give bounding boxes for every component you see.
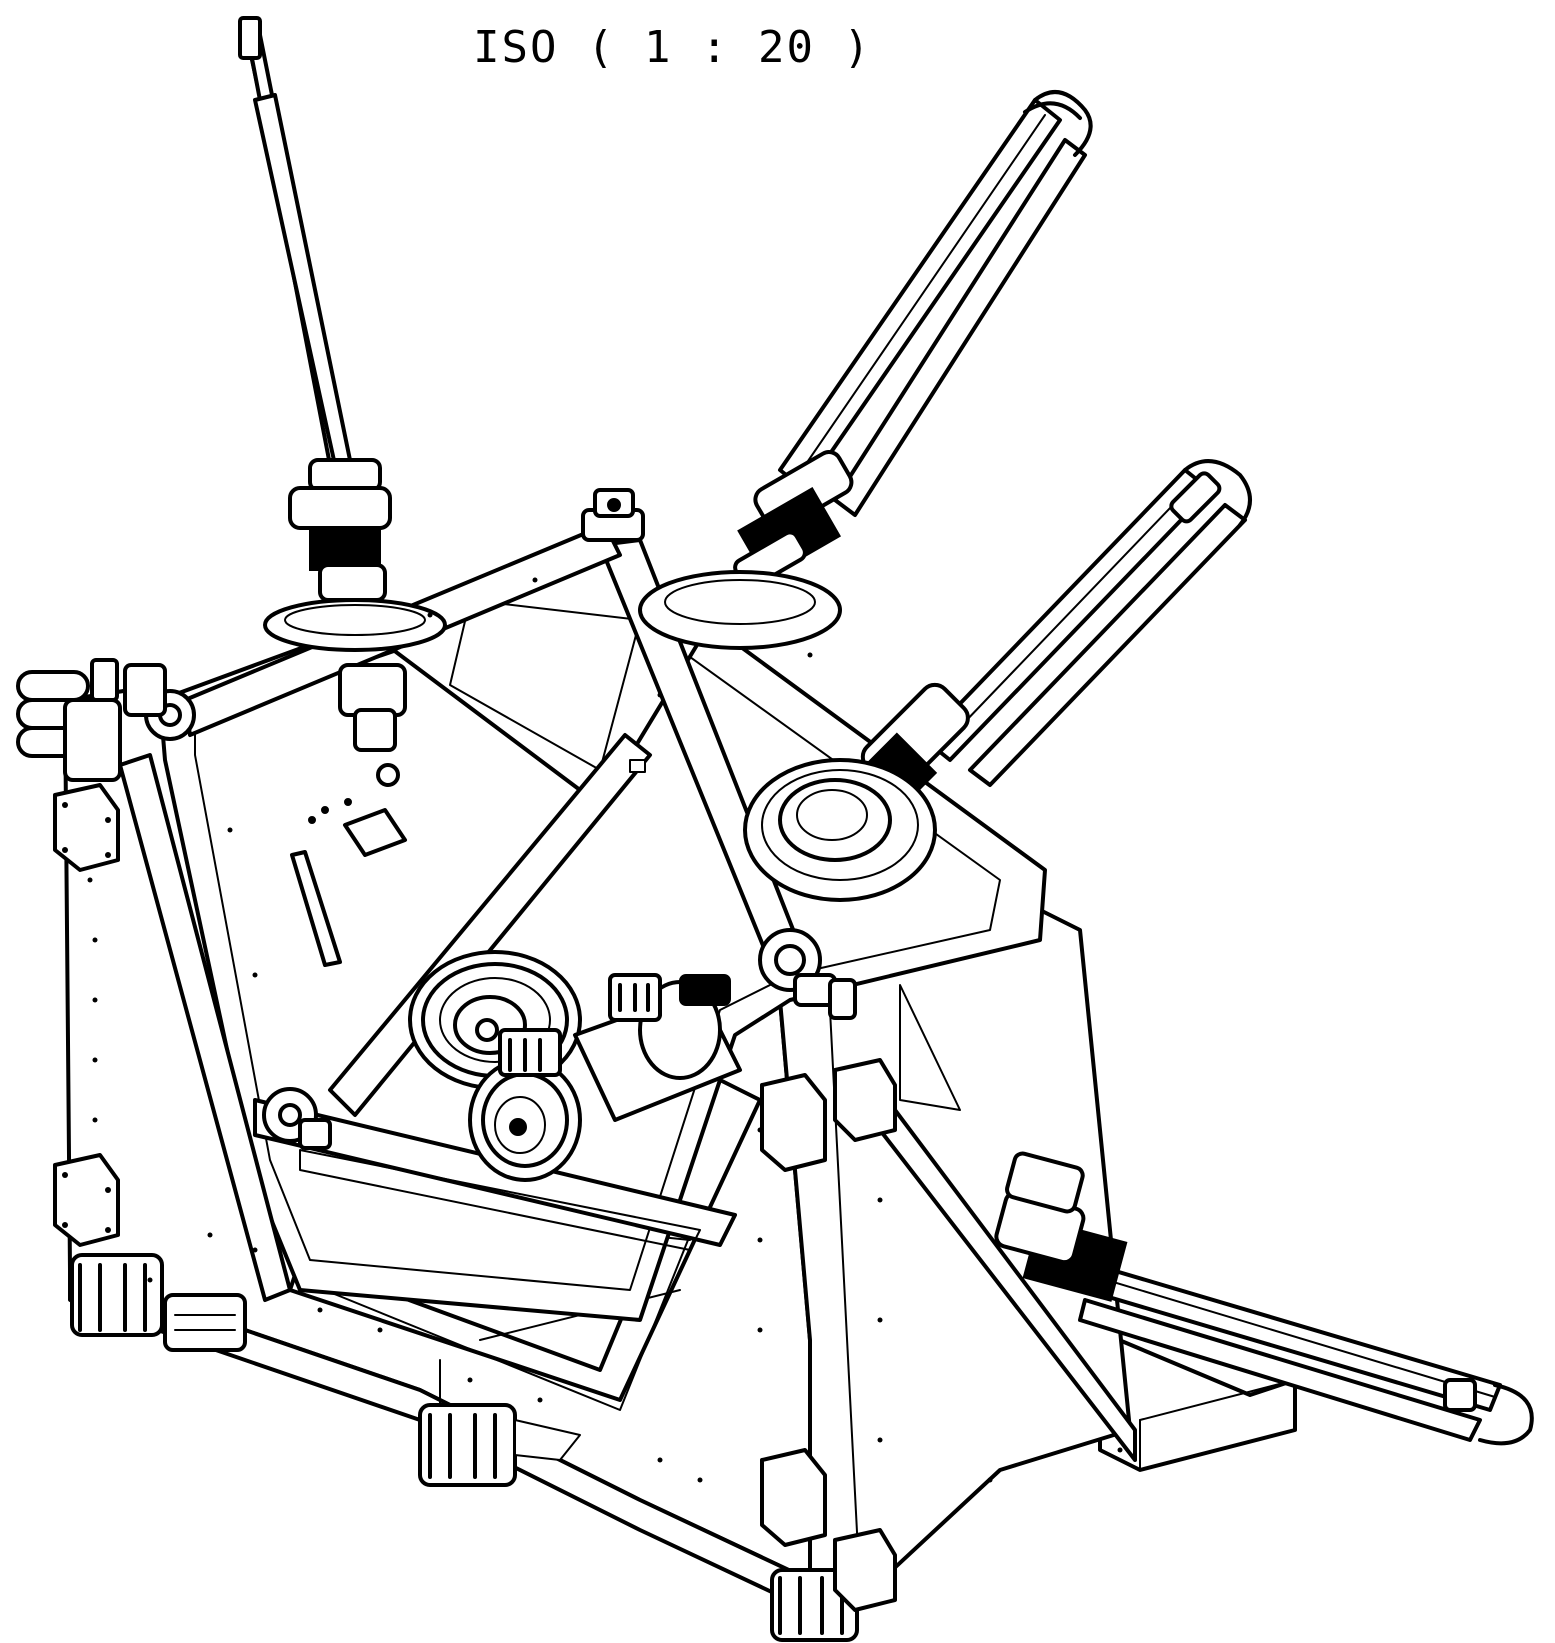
central-drive (408, 950, 742, 1182)
panel-details (290, 759, 646, 967)
foot-front-left (70, 1253, 164, 1337)
plate-mid-bottom (760, 1448, 897, 1612)
corner-plates (53, 783, 897, 1612)
actuator-top-center (638, 90, 1093, 650)
foot-rear-left (163, 1293, 247, 1352)
support-feet (70, 1253, 859, 1642)
node-right (758, 928, 857, 1020)
view-label: ISO ( 1 : 20 ) (473, 22, 872, 73)
left-edge-cylinders (16, 658, 167, 782)
plate-left-top (53, 783, 120, 872)
node-top (581, 488, 645, 542)
plate-left-bottom (53, 1153, 120, 1247)
actuator-right (743, 459, 1252, 902)
bolt-dots (87, 577, 1123, 1483)
actuator-bottom-right (994, 1151, 1534, 1446)
actuator-top-left (238, 16, 447, 787)
node-bottom-left (262, 1087, 332, 1150)
foot-middle (418, 1403, 581, 1487)
plate-mid-top (760, 1058, 897, 1172)
frame-nodes (144, 488, 857, 1150)
